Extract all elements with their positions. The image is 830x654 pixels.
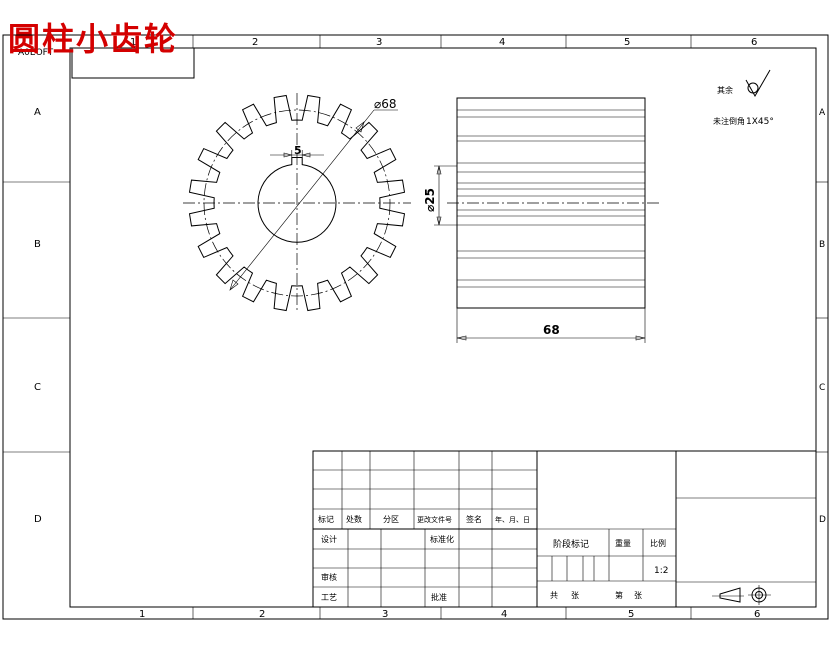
corner-code: A0EOFT: [18, 48, 54, 58]
zone-col-top-5: 5: [624, 37, 630, 48]
zone-row-right-b: B: [819, 240, 825, 250]
zone-row-left-d: D: [34, 514, 42, 525]
tb-sheets-unit-a: 张: [571, 591, 579, 600]
zone-col-bottom-1: 1: [139, 609, 145, 620]
tb-weight-label: 重量: [615, 538, 631, 548]
gear-front-view: 5 ⌀68: [183, 93, 411, 313]
code-box: [71, 47, 195, 79]
zone-row-right-d: D: [819, 515, 826, 525]
roughness-label: 其余: [717, 85, 733, 95]
tb-standardize-label: 标准化: [430, 534, 454, 544]
tb-design-label: 设计: [321, 534, 337, 544]
drawing-title: 圆柱小齿轮: [8, 20, 178, 58]
roughness-check-icon: [745, 69, 771, 98]
side-tooth-lines: [457, 109, 645, 288]
zone-row-left-c: C: [34, 382, 41, 393]
tb-header-change-doc: 更改文件号: [417, 515, 452, 524]
tb-header-mark: 标记: [318, 514, 334, 524]
bore-diameter-label: ⌀25: [423, 188, 437, 212]
zone-col-top-4: 4: [499, 37, 505, 48]
chamfer-label: 未注倒角: [713, 116, 745, 126]
zone-col-top-1: 1: [130, 37, 136, 48]
tb-approve-label: 批准: [431, 592, 447, 602]
zone-row-right-a: A: [819, 108, 826, 118]
zone-col-bottom-4: 4: [501, 609, 507, 620]
width-label: 68: [543, 323, 560, 337]
tb-sheet-no-label: 第: [615, 590, 623, 600]
zone-col-bottom-5: 5: [628, 609, 634, 620]
zone-col-top-2: 2: [252, 37, 258, 48]
tb-header-count: 处数: [346, 514, 362, 524]
tb-header-zone: 分区: [383, 515, 399, 524]
tb-scale-label: 比例: [650, 538, 666, 548]
tb-scale-value: 1:2: [654, 566, 668, 576]
outer-diameter-leader: [229, 109, 375, 291]
zone-row-left-b: B: [34, 239, 41, 250]
keyway-width-label: 5: [294, 144, 302, 157]
zone-col-bottom-2: 2: [259, 609, 265, 620]
title-block: [312, 450, 817, 608]
zone-row-right-c: C: [819, 383, 825, 393]
gear-tooth-profile: [188, 94, 406, 312]
first-angle-projection-icon: [712, 585, 771, 605]
zone-col-top-6: 6: [751, 37, 757, 48]
zone-col-top-3: 3: [376, 37, 382, 48]
tb-total-sheets-label: 共: [550, 591, 558, 600]
chamfer-value: 1X45°: [746, 117, 774, 127]
tb-header-date: 年、月、日: [495, 515, 530, 524]
outer-diameter-label: ⌀68: [374, 97, 397, 111]
tb-header-signature: 签名: [466, 514, 482, 524]
gear-side-view: ⌀25 68: [423, 97, 662, 343]
tb-sheets-unit-b: 张: [634, 591, 642, 600]
tb-process-label: 工艺: [321, 593, 337, 602]
tb-stage-label: 阶段标记: [553, 538, 589, 550]
zone-ticks: [3, 35, 828, 619]
zone-col-bottom-6: 6: [754, 609, 760, 620]
tb-review-label: 审核: [321, 572, 337, 582]
zone-col-bottom-3: 3: [382, 609, 388, 620]
zone-row-left-a: A: [34, 107, 41, 118]
sheet-outer-border: [2, 34, 829, 620]
